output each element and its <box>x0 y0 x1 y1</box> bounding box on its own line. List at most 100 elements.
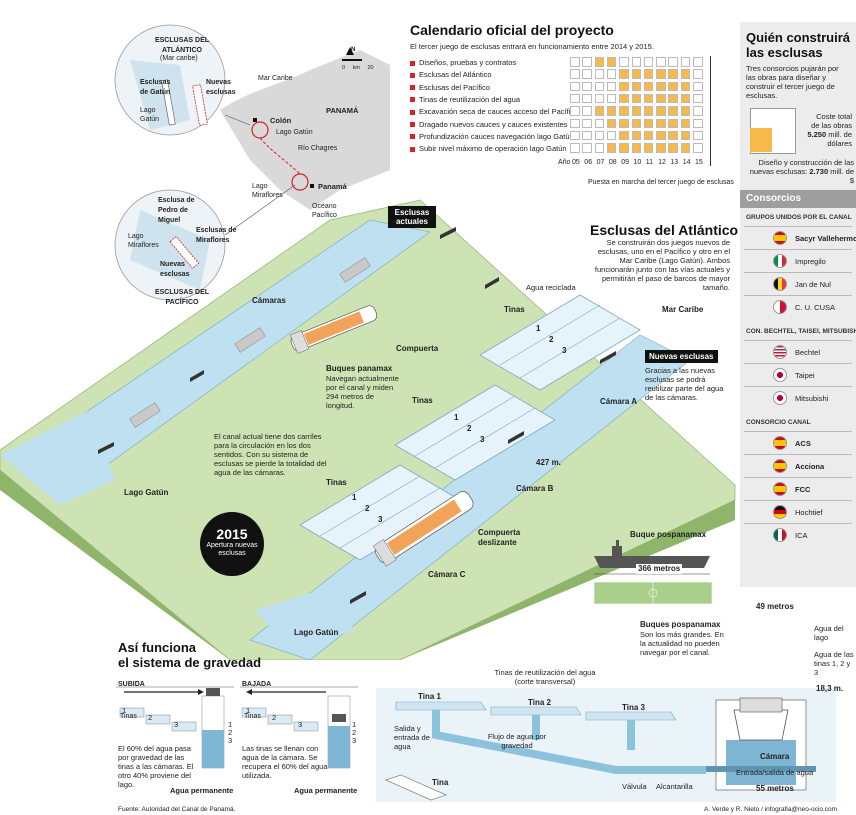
section-tina: Tina <box>432 778 449 787</box>
calendar-cell <box>668 143 678 153</box>
calendar-task: Profundización cauces navegación lago Ga… <box>410 132 574 141</box>
germany-flag-icon <box>773 505 787 519</box>
calendar-cell <box>631 118 641 128</box>
calendar-cell <box>619 106 629 116</box>
buques-pospanamax-title: Buques pospanamax <box>640 620 721 629</box>
gravedad-diagram <box>116 686 358 769</box>
gravedad-level-number: 3 <box>228 736 233 745</box>
map-mar-caribe: Mar Caribe <box>258 75 293 82</box>
italy-flag-icon <box>773 254 787 268</box>
spain-flag-icon <box>773 459 787 473</box>
calendar-cell <box>606 118 617 128</box>
company-name: ACS <box>795 439 811 448</box>
calendar-cell <box>594 106 605 116</box>
section-title-2: (corte transversal) <box>514 677 576 686</box>
tina-number: 2 <box>467 424 472 433</box>
panama-flag-icon <box>773 300 787 314</box>
mar-caribe-label: Mar Caribe <box>662 305 704 314</box>
cost-label-1: Coste total <box>816 112 852 121</box>
calendar-cell <box>668 81 678 92</box>
map-scale: 0 km 20 <box>342 64 374 73</box>
divider <box>744 431 852 432</box>
calendar-cell <box>680 57 691 67</box>
gravedad-level-number: 2 <box>352 728 357 737</box>
calendar-year: 10 <box>633 159 642 166</box>
quien-intro: Tres consorcios pujarán por las obras pa… <box>746 64 839 100</box>
tina-number: 3 <box>562 346 567 355</box>
calendar-cell <box>570 118 580 128</box>
calendar-task: Dragado nuevos cauces y cauces existente… <box>410 120 567 129</box>
belgium-flag-icon <box>773 277 787 291</box>
map-atlantico-title-1: ESCLUSAS DEL <box>154 37 210 44</box>
calendar-cell <box>582 69 592 79</box>
camaras-label: Cámaras <box>252 296 286 305</box>
map-lago-miraflores: Lago Miraflores <box>252 183 283 199</box>
calendar-cell <box>594 130 605 141</box>
calendar-cell <box>594 69 605 79</box>
calendar-cell <box>680 106 691 116</box>
bullet-square-icon <box>410 122 415 128</box>
calendar-cell <box>582 143 592 153</box>
calendar-cell <box>582 81 592 92</box>
tinas-label-c: Tinas <box>326 478 347 487</box>
calendar-cell <box>643 69 654 79</box>
nuevas-desc: Gracias a las nuevas esclusas se podrá r… <box>645 366 724 402</box>
tina-number: 2 <box>365 504 370 513</box>
entrada-salida-label: Entrada/salida de agua <box>736 768 814 777</box>
calendar-year: 08 <box>608 159 617 166</box>
calendar-cell <box>594 81 605 92</box>
camara-a-label: Cámara A <box>600 397 638 406</box>
map-panama-city: Panamá <box>318 182 347 191</box>
calendar-cell <box>631 69 641 79</box>
calendar-cell <box>656 81 666 92</box>
section-tina1: Tina 1 <box>418 692 441 701</box>
camara-b-label: Cámara B <box>516 484 554 493</box>
calendar-cell <box>606 143 617 153</box>
calendar-cell <box>693 81 703 92</box>
buques-panamax-label: Buques panamax <box>326 364 393 373</box>
calendar-cell <box>606 93 617 104</box>
bullet-square-icon <box>410 85 415 91</box>
subida-tinas: Tinas <box>120 713 137 720</box>
distance-label: 427 m. <box>536 458 561 467</box>
calendar-cell <box>570 81 580 92</box>
calendar-cell <box>570 143 580 153</box>
calendar-cell <box>656 57 666 67</box>
calendar-cell <box>680 93 691 104</box>
subida-agua-permanente: Agua permanente <box>170 786 234 795</box>
calendar-cell <box>656 106 666 116</box>
calendar-cell <box>594 57 605 67</box>
calendar-task-label: Excavación seca de cauces acceso del Pac… <box>419 107 579 117</box>
calendar-cell <box>619 57 629 67</box>
calendar-task-label: Dragado nuevos cauces y cauces existente… <box>419 119 568 129</box>
calendar-cell <box>582 93 592 104</box>
calendar-year: 05 <box>572 159 580 166</box>
bullet-square-icon <box>410 60 415 66</box>
map-scale-20: 20 <box>367 65 374 71</box>
badge-text: Apertura nuevas esclusas <box>206 542 258 557</box>
footer-credits: A. Verde y R. Nieto / infografia@neo-oci… <box>704 806 838 813</box>
gravedad-tina-number: 1 <box>122 706 127 715</box>
map-pedro-miguel: Esclusa de Pedro de Miguel <box>158 197 195 224</box>
calendar-cell <box>606 81 617 92</box>
bullet-square-icon <box>410 109 415 115</box>
cost-value: 5.250 <box>807 130 827 139</box>
lago-gatun-label: Lago Gatún <box>124 488 169 497</box>
calendar-cell <box>693 93 703 104</box>
calendar-cell <box>606 106 617 116</box>
calendar-year: 11 <box>645 159 654 166</box>
calendar-cell <box>656 69 666 79</box>
company-name: ICA <box>795 531 808 540</box>
design-unit: mill. de $ <box>830 167 854 185</box>
map-lago-miraflores-inset: Lago Miraflores <box>128 233 159 249</box>
calendar-cell <box>668 93 678 104</box>
agua-lago: Agua del lago <box>814 624 844 642</box>
section-salida: Salida y entrada de agua <box>394 724 430 751</box>
quien-title-1: Quién construirá <box>746 30 851 45</box>
calendar-year: 07 <box>596 159 605 166</box>
gravedad-tina-number: 2 <box>272 713 277 722</box>
gravedad-tina-number: 3 <box>174 720 179 729</box>
calendar-launch-line <box>710 56 711 166</box>
nuevas-esclusas-callout: Nuevas esclusas <box>645 350 718 363</box>
